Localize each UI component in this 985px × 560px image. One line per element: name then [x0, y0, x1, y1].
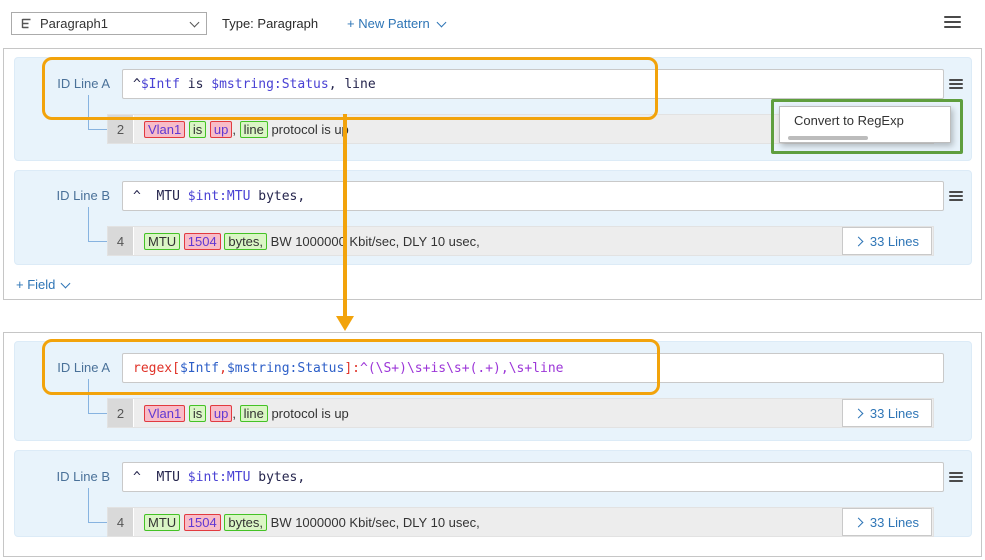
- expand-lines-button[interactable]: 33 Lines: [841, 227, 932, 255]
- token: ,: [232, 121, 240, 137]
- chevron-right-icon: [853, 408, 864, 418]
- token: ,: [232, 405, 240, 421]
- token: protocol is up: [267, 405, 349, 421]
- line-b-pattern-input[interactable]: ^ MTU $int:MTU bytes,: [122, 462, 944, 492]
- token: Vlan1: [144, 404, 186, 422]
- line-a-pattern-input[interactable]: ^$Intf is $mstring:Status, line: [122, 69, 944, 99]
- line-a-label: ID Line A: [57, 76, 110, 91]
- sample-line-number: 2: [108, 115, 134, 143]
- token: up: [209, 120, 233, 138]
- token: bytes,: [224, 513, 268, 531]
- lines-count-label: 33 Lines: [869, 514, 919, 530]
- token: 1504: [183, 513, 221, 531]
- token: is: [179, 76, 212, 92]
- line-b-panel-bottom: ID Line B ^ MTU $int:MTU bytes, 4 MTU 15…: [14, 450, 972, 537]
- popup-scrollbar[interactable]: [788, 136, 868, 140]
- token: regex[: [133, 360, 180, 376]
- add-field-button[interactable]: + Field: [16, 277, 71, 292]
- token: ]:: [344, 360, 360, 376]
- sample-line-number: 2: [108, 399, 134, 427]
- line-a-regex-input[interactable]: regex[$Intf,$mstring:Status]:^(\S+)\s+is…: [122, 353, 944, 383]
- lines-count-label: 33 Lines: [869, 233, 919, 249]
- chevron-down-icon: [436, 17, 447, 28]
- chevron-right-icon: [853, 236, 864, 246]
- sample-line-text: MTU 1504 bytes, BW 1000000 Kbit/sec, DLY…: [134, 513, 490, 531]
- token: line: [239, 120, 268, 138]
- token: bytes,: [250, 469, 306, 485]
- token: $mstring:Status: [226, 360, 345, 376]
- sample-line-text: Vlan1 is up, line protocol is up: [134, 120, 359, 138]
- line-b-menu-icon[interactable]: [949, 191, 963, 201]
- expand-lines-button[interactable]: 33 Lines: [841, 508, 932, 536]
- sample-line-number: 4: [108, 227, 134, 255]
- pattern-card-top: ID Line A ^$Intf is $mstring:Status, lin…: [3, 48, 982, 300]
- token: BW 1000000 Kbit/sec, DLY 10 usec,: [267, 233, 480, 249]
- token: up: [209, 404, 233, 422]
- context-menu-popup: Convert to RegExp: [779, 106, 951, 143]
- line-b-label: ID Line B: [56, 188, 110, 203]
- token: protocol is up: [267, 121, 349, 137]
- add-field-label: + Field: [16, 277, 56, 292]
- convert-to-regexp-menu-item[interactable]: Convert to RegExp: [794, 113, 904, 128]
- token: is: [188, 404, 207, 422]
- line-b-label: ID Line B: [56, 469, 110, 484]
- token: MTU: [144, 232, 181, 250]
- token: $int:MTU: [187, 188, 251, 204]
- line-b-menu-icon[interactable]: [949, 472, 963, 482]
- token: BW 1000000 Kbit/sec, DLY 10 usec,: [267, 514, 480, 530]
- sample-row-4: 4 MTU 1504 bytes, BW 1000000 Kbit/sec, D…: [107, 507, 934, 537]
- orange-arrow-head-icon: [336, 316, 354, 331]
- token: MTU: [144, 513, 181, 531]
- token: $Intf: [140, 76, 180, 92]
- token: , line: [328, 76, 376, 92]
- new-pattern-button[interactable]: + New Pattern: [347, 16, 447, 31]
- token: ^ MTU: [133, 469, 188, 485]
- chevron-down-icon: [60, 278, 71, 289]
- sample-line-text: Vlan1 is up, line protocol is up: [134, 404, 359, 422]
- lines-count-label: 33 Lines: [869, 405, 919, 421]
- paragraph-tree-icon: [21, 18, 31, 29]
- token: Vlan1: [144, 120, 186, 138]
- token: bytes,: [224, 232, 268, 250]
- connector-line: [88, 488, 108, 523]
- token: ^: [133, 76, 141, 92]
- token: ^ MTU: [133, 188, 188, 204]
- line-a-menu-icon[interactable]: [949, 79, 963, 89]
- connector-line: [88, 95, 108, 130]
- token: 1504: [183, 232, 221, 250]
- line-b-panel-top: ID Line B ^ MTU $int:MTU bytes, 4 MTU 15…: [14, 170, 972, 265]
- orange-arrow-stem: [343, 114, 347, 316]
- token: line: [239, 404, 268, 422]
- line-a-label: ID Line A: [57, 360, 110, 375]
- token: $mstring:Status: [211, 76, 329, 92]
- token: bytes,: [250, 188, 306, 204]
- pattern-select-dropdown[interactable]: Paragraph1: [11, 12, 207, 35]
- chevron-right-icon: [853, 517, 864, 527]
- sample-line-number: 4: [108, 508, 134, 536]
- sample-line-text: MTU 1504 bytes, BW 1000000 Kbit/sec, DLY…: [134, 232, 490, 250]
- sample-row-2: 2 Vlan1 is up, line protocol is up 33 Li…: [107, 398, 934, 428]
- line-b-pattern-input[interactable]: ^ MTU $int:MTU bytes,: [122, 181, 944, 211]
- expand-lines-button[interactable]: 33 Lines: [841, 399, 932, 427]
- token: $int:MTU: [187, 469, 251, 485]
- token: is: [188, 120, 207, 138]
- pattern-select-value: Paragraph1: [40, 16, 108, 31]
- toolbar-menu-icon[interactable]: [944, 16, 961, 28]
- token: ,: [219, 360, 227, 376]
- pattern-card-bottom: ID Line A regex[$Intf,$mstring:Status]:^…: [3, 332, 982, 557]
- line-a-panel-bottom: ID Line A regex[$Intf,$mstring:Status]:^…: [14, 341, 972, 441]
- token: $Intf: [179, 360, 220, 376]
- connector-line: [88, 207, 108, 242]
- new-pattern-label: + New Pattern: [347, 16, 430, 31]
- sample-row-4: 4 MTU 1504 bytes, BW 1000000 Kbit/sec, D…: [107, 226, 934, 256]
- chevron-down-icon: [189, 17, 200, 28]
- connector-line: [88, 379, 108, 414]
- pattern-type-label: Type: Paragraph: [222, 16, 319, 31]
- token: ^(\S+)\s+is\s+(.+),\s+line: [360, 360, 564, 376]
